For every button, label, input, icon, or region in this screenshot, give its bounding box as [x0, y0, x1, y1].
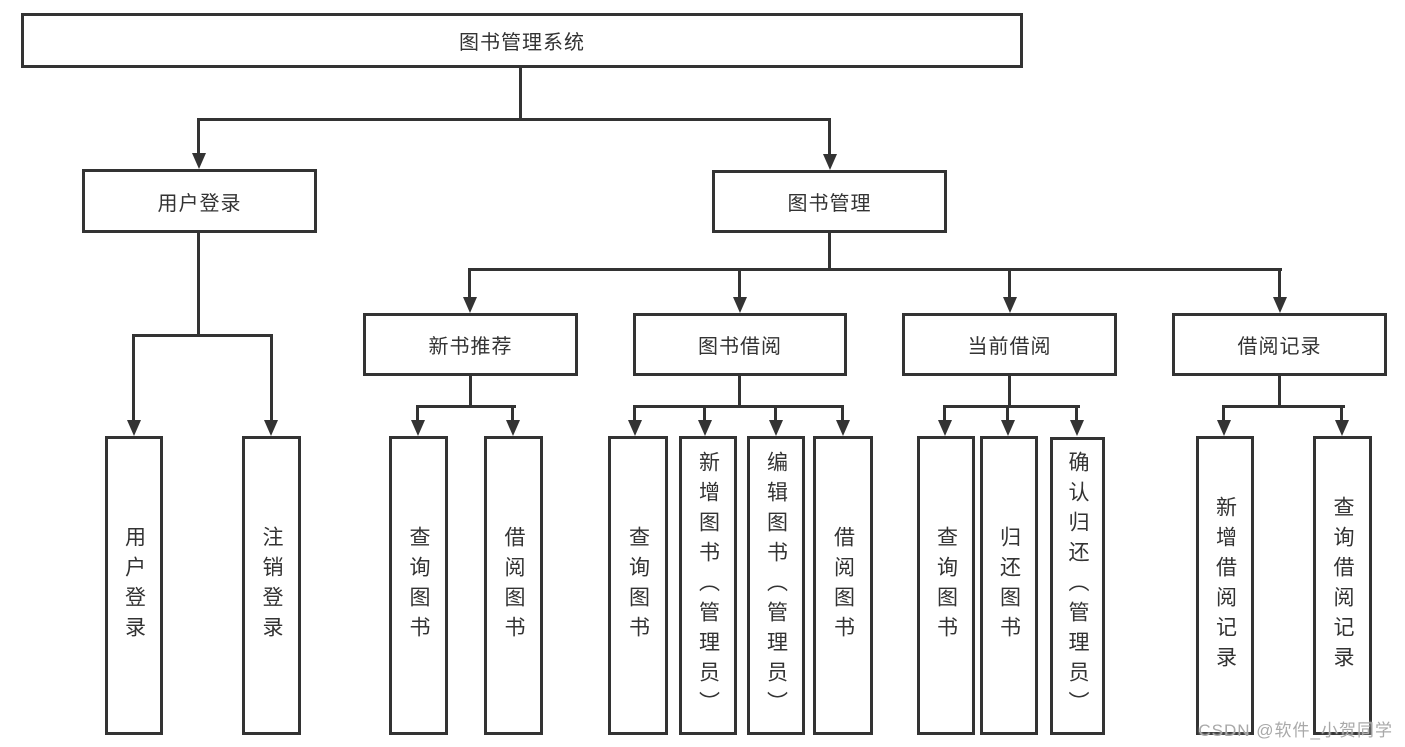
- arrowhead-g2-leaf1: [411, 420, 425, 436]
- leaf-edit-book-admin-label: 编辑图书（管理员）: [764, 450, 788, 721]
- connector-g5-leaf2-stem: [1340, 405, 1343, 422]
- leaf-logout: 注销登录: [242, 436, 301, 735]
- connector-g4-leaf3-stem: [1075, 405, 1078, 422]
- arrowhead-g4-leaf3: [1070, 420, 1084, 436]
- connector-new-book-stem: [469, 376, 472, 408]
- leaf-borrow-book-recommend-label: 借阅图书: [502, 525, 525, 646]
- connector-to-user-login-stem: [197, 118, 200, 155]
- node-user-login: 用户登录: [82, 169, 317, 233]
- leaf-query-borrow-record: 查询借阅记录: [1313, 436, 1372, 735]
- arrowhead-to-user-login: [192, 153, 206, 169]
- leaf-user-login: 用户登录: [105, 436, 163, 735]
- leaf-borrow-book: 借阅图书: [813, 436, 873, 735]
- connector-book-mgmt-stem: [828, 233, 831, 271]
- leaf-edit-book-admin: 编辑图书（管理员）: [747, 436, 805, 735]
- connector-to-leaf-login-stem: [132, 334, 135, 422]
- connector-new-book-hbar: [417, 405, 516, 408]
- connector-to-new-book-stem: [468, 268, 471, 299]
- node-user-login-label: 用户登录: [157, 192, 242, 215]
- arrowhead-to-leaf-login: [127, 420, 141, 436]
- connector-to-record-stem: [1278, 268, 1281, 299]
- leaf-add-book-admin: 新增图书（管理员）: [679, 436, 737, 735]
- connector-current-stem: [1008, 376, 1011, 408]
- leaf-return-book: 归还图书: [980, 436, 1038, 735]
- connector-book-mgmt-hbar: [469, 268, 1282, 271]
- arrowhead-g3-leaf3: [769, 420, 783, 436]
- leaf-logout-label: 注销登录: [260, 525, 283, 646]
- connector-user-login-stem: [197, 233, 200, 337]
- connector-to-borrow-stem: [738, 268, 741, 299]
- arrowhead-g5-leaf2: [1335, 420, 1349, 436]
- connector-to-book-mgmt-stem: [828, 118, 831, 155]
- csdn-watermark: CSDN @软件_小贺同学: [1198, 721, 1393, 740]
- connector-g3-leaf2-stem: [703, 405, 706, 422]
- node-book-management: 图书管理: [712, 170, 947, 233]
- connector-g2-leaf2-stem: [511, 405, 514, 422]
- node-borrowing-records-label: 借阅记录: [1237, 336, 1322, 358]
- connector-root-hbar: [197, 118, 831, 121]
- connector-g4-leaf2-stem: [1006, 405, 1009, 422]
- leaf-add-borrow-record-label: 新增借阅记录: [1213, 495, 1237, 676]
- leaf-confirm-return-admin: 确认归还（管理员）: [1050, 437, 1105, 735]
- arrowhead-g2-leaf2: [506, 420, 520, 436]
- connector-current-hbar: [944, 405, 1080, 408]
- leaf-return-book-label: 归还图书: [997, 525, 1021, 646]
- node-borrowing-records: 借阅记录: [1172, 313, 1387, 376]
- node-current-borrowing: 当前借阅: [902, 313, 1117, 376]
- leaf-borrow-book-label: 借阅图书: [831, 525, 855, 646]
- node-new-book-recommend-label: 新书推荐: [428, 336, 513, 358]
- arrowhead-to-record: [1273, 297, 1287, 313]
- arrowhead-g3-leaf4: [836, 420, 850, 436]
- arrowhead-to-new-book: [463, 297, 477, 313]
- leaf-borrow-book-recommend: 借阅图书: [484, 436, 543, 735]
- connector-g3-leaf1-stem: [633, 405, 636, 422]
- node-root-library-system: 图书管理系统: [21, 13, 1023, 68]
- leaf-query-book-borrowing: 查询图书: [608, 436, 668, 735]
- arrowhead-to-borrow: [733, 297, 747, 313]
- arrowhead-g4-leaf1: [938, 420, 952, 436]
- connector-borrow-stem: [738, 376, 741, 408]
- arrowhead-to-book-mgmt: [823, 154, 837, 170]
- leaf-query-book-recommend: 查询图书: [389, 436, 448, 735]
- node-book-borrowing-label: 图书借阅: [698, 336, 782, 358]
- leaf-user-login-label: 用户登录: [122, 525, 146, 646]
- node-book-borrowing: 图书借阅: [633, 313, 847, 376]
- arrowhead-g5-leaf1: [1217, 420, 1231, 436]
- arrowhead-g3-leaf2: [698, 420, 712, 436]
- leaf-add-book-admin-label: 新增图书（管理员）: [696, 450, 720, 721]
- node-new-book-recommend: 新书推荐: [363, 313, 578, 376]
- leaf-confirm-return-admin-label: 确认归还（管理员）: [1066, 451, 1089, 721]
- connector-borrow-hbar: [634, 405, 844, 408]
- arrowhead-g4-leaf2: [1001, 420, 1015, 436]
- connector-record-hbar: [1223, 405, 1345, 408]
- connector-g2-leaf1-stem: [416, 405, 419, 422]
- arrowhead-to-current: [1003, 297, 1017, 313]
- leaf-query-book-current: 查询图书: [917, 436, 975, 735]
- connector-user-login-hbar: [133, 334, 273, 337]
- connector-g4-leaf1-stem: [943, 405, 946, 422]
- connector-g5-leaf1-stem: [1222, 405, 1225, 422]
- node-current-borrowing-label: 当前借阅: [967, 336, 1052, 358]
- arrowhead-g3-leaf1: [628, 420, 642, 436]
- leaf-query-book-recommend-label: 查询图书: [407, 525, 430, 646]
- leaf-add-borrow-record: 新增借阅记录: [1196, 436, 1254, 735]
- arrowhead-to-leaf-logout: [264, 420, 278, 436]
- leaf-query-book-borrowing-label: 查询图书: [626, 525, 650, 646]
- connector-record-stem: [1278, 376, 1281, 408]
- node-book-management-label: 图书管理: [787, 193, 872, 215]
- connector-g3-leaf4-stem: [841, 405, 844, 422]
- leaf-query-book-current-label: 查询图书: [934, 525, 958, 646]
- connector-root-stem: [519, 68, 522, 121]
- connector-g3-leaf3-stem: [774, 405, 777, 422]
- node-root-label: 图书管理系统: [459, 32, 585, 54]
- connector-to-current-stem: [1008, 268, 1011, 299]
- connector-to-leaf-logout-stem: [270, 334, 273, 422]
- leaf-query-borrow-record-label: 查询借阅记录: [1331, 495, 1354, 676]
